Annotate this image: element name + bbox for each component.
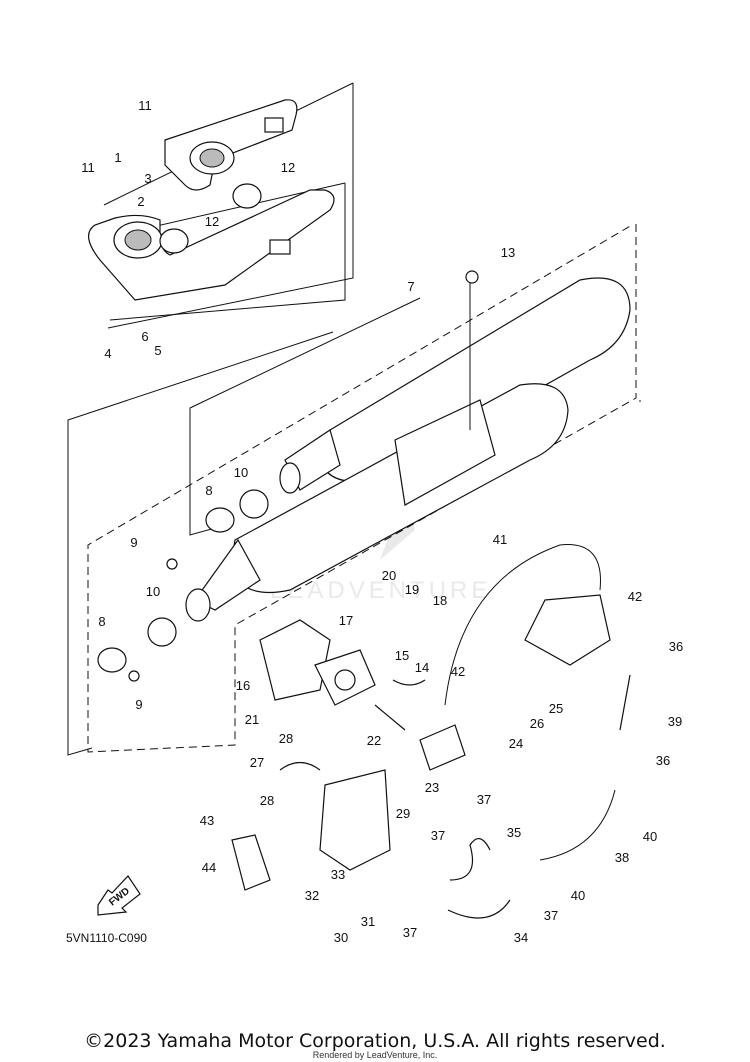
muffler-group-outline <box>67 297 421 756</box>
callout-9: 9 <box>135 697 142 712</box>
copyright-notice: ©2023 Yamaha Motor Corporation, U.S.A. A… <box>84 1030 666 1052</box>
callout-37: 37 <box>477 792 491 807</box>
callout-44: 44 <box>202 860 216 875</box>
exhaust-pipe-lower <box>88 189 335 301</box>
callout-25: 25 <box>549 701 563 716</box>
joint-lower-8 <box>97 647 127 673</box>
muffler-upper <box>279 277 631 494</box>
callout-10: 10 <box>234 465 248 480</box>
hoses <box>279 544 631 919</box>
callout-12: 12 <box>281 160 295 175</box>
callout-28: 28 <box>260 793 274 808</box>
callout-8: 8 <box>205 483 212 498</box>
callout-23: 23 <box>425 780 439 795</box>
callout-11: 11 <box>138 98 152 113</box>
callout-20: 20 <box>382 568 396 583</box>
callout-36: 36 <box>669 639 683 654</box>
diagram-code: 5VN1110-C090 <box>66 931 147 945</box>
callout-30: 30 <box>334 930 348 945</box>
callout-32: 32 <box>305 888 319 903</box>
air-induction-assembly <box>259 594 611 871</box>
callout-8: 8 <box>98 614 105 629</box>
callout-13: 13 <box>501 245 515 260</box>
callout-9: 9 <box>130 535 137 550</box>
callout-36: 36 <box>656 753 670 768</box>
bolt-9-upper <box>166 558 178 570</box>
fwd-arrow: FWD <box>97 875 141 916</box>
callout-29: 29 <box>396 806 410 821</box>
callout-26: 26 <box>530 716 544 731</box>
callout-37: 37 <box>431 828 445 843</box>
callout-17: 17 <box>339 613 353 628</box>
rendered-by-note: Rendered by LeadVenture, Inc. <box>312 1050 438 1060</box>
callout-2: 2 <box>137 194 144 209</box>
callout-4: 4 <box>104 346 111 361</box>
callout-37: 37 <box>403 925 417 940</box>
callout-7: 7 <box>407 279 414 294</box>
callout-43: 43 <box>200 813 214 828</box>
callout-38: 38 <box>615 850 629 865</box>
bracket-43 <box>231 834 271 891</box>
dashed-group-outline <box>87 224 641 753</box>
callout-3: 3 <box>144 171 151 186</box>
callout-34: 34 <box>514 930 528 945</box>
gasket-upper <box>232 183 262 209</box>
callout-40: 40 <box>571 888 585 903</box>
callout-33: 33 <box>331 867 345 882</box>
callout-35: 35 <box>507 825 521 840</box>
callout-14: 14 <box>415 660 429 675</box>
callout-41: 41 <box>493 532 507 547</box>
callout-15: 15 <box>395 648 409 663</box>
callout-24: 24 <box>509 736 523 751</box>
callout-6: 6 <box>141 329 148 344</box>
callout-11: 11 <box>81 160 95 175</box>
callout-40: 40 <box>643 829 657 844</box>
callout-37: 37 <box>544 908 558 923</box>
callout-21: 21 <box>245 712 259 727</box>
callout-22: 22 <box>367 733 381 748</box>
callout-1: 1 <box>114 150 121 165</box>
callout-16: 16 <box>236 678 250 693</box>
callout-12: 12 <box>205 214 219 229</box>
callout-19: 19 <box>405 582 419 597</box>
callout-5: 5 <box>154 343 161 358</box>
callout-10: 10 <box>146 584 160 599</box>
callout-39: 39 <box>668 714 682 729</box>
joint-upper-8 <box>205 507 235 533</box>
callout-28: 28 <box>279 731 293 746</box>
bolt-13 <box>465 270 479 430</box>
clamp-lower-10 <box>147 617 177 647</box>
gasket-lower <box>159 228 189 254</box>
exhaust-pipe-upper <box>164 99 298 191</box>
bolt-9-lower <box>128 670 140 682</box>
callout-42: 42 <box>628 589 642 604</box>
callout-27: 27 <box>250 755 264 770</box>
clamp-upper-10 <box>239 489 269 519</box>
callout-42: 42 <box>451 664 465 679</box>
callout-31: 31 <box>361 914 375 929</box>
callout-18: 18 <box>433 593 447 608</box>
